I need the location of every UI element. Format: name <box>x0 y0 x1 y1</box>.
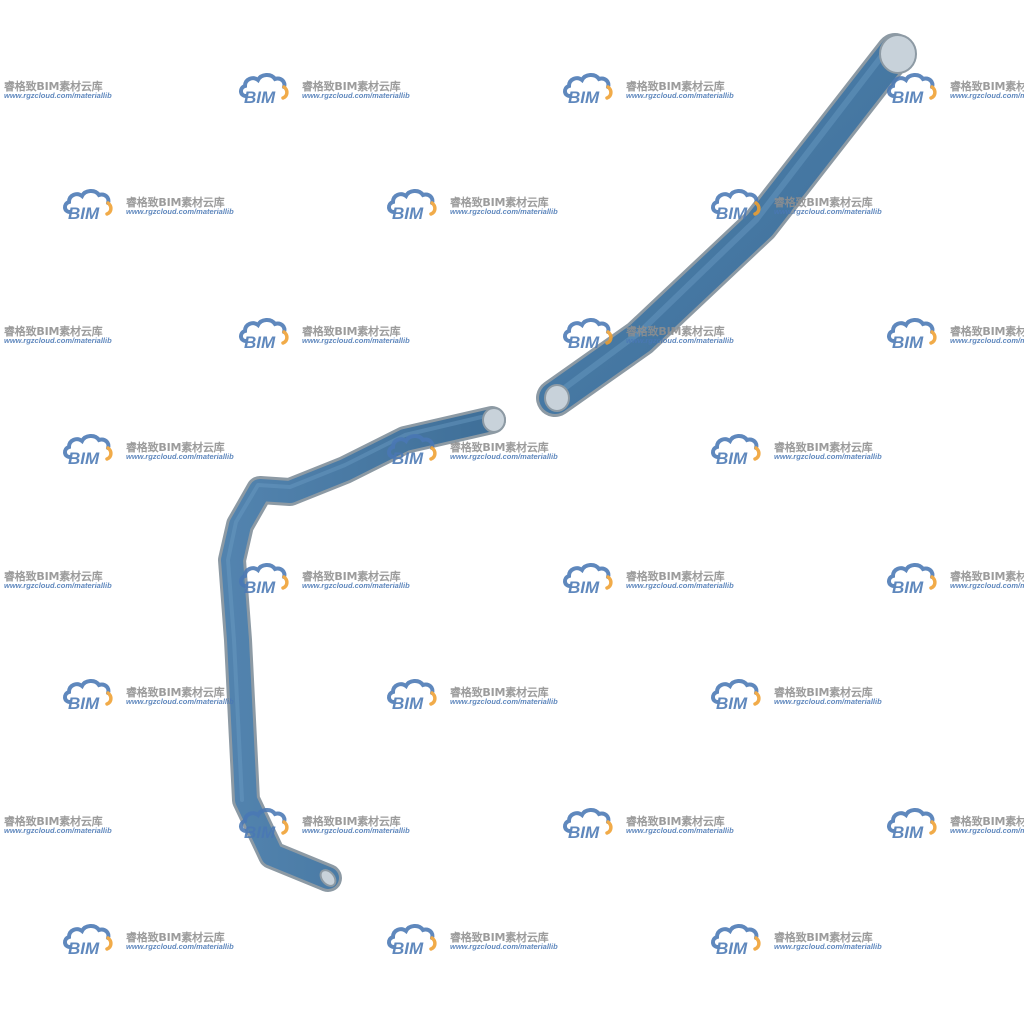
lower-pipe-end-cap-bottom <box>319 869 337 887</box>
lower-pipe-highlight <box>226 413 492 802</box>
upper-pipe-segment <box>536 33 917 417</box>
lower-pipe-end-cap-top <box>482 407 506 433</box>
upper-pipe-highlight <box>559 45 891 393</box>
upper-pipe-body <box>539 36 911 414</box>
lower-pipe-body <box>221 409 503 889</box>
upper-pipe-end-cap-top <box>879 34 917 74</box>
lower-pipe-segment <box>218 406 506 892</box>
upper-pipe-end-cap-bottom <box>544 384 570 412</box>
